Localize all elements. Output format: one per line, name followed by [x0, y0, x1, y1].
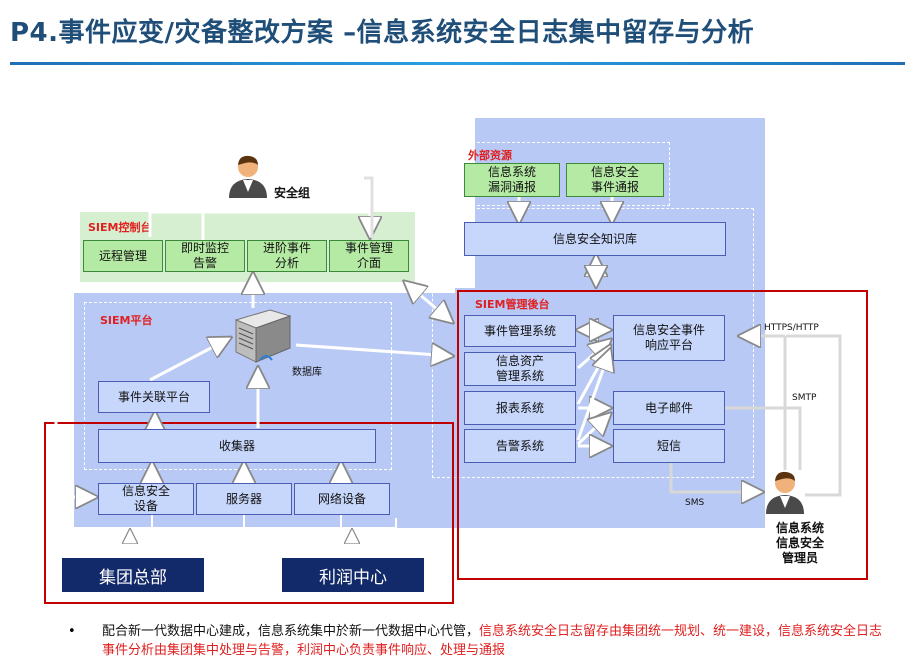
backend-alert-system[interactable]: 告警系统 [464, 429, 576, 463]
profit-center-box[interactable]: 利润中心 [282, 558, 424, 592]
collector[interactable]: 收集器 [98, 429, 376, 463]
https-label: HTTPS/HTTP [764, 323, 819, 333]
source-server[interactable]: 服务器 [196, 483, 292, 515]
email-channel[interactable]: 电子邮件 [613, 391, 725, 425]
bullet-text: 配合新一代数据中心建成，信息系统集中於新一代数据中心代管，信息系统安全日志留存由… [102, 622, 892, 660]
backend-report-system[interactable]: 报表系统 [464, 391, 576, 425]
group-hq-box[interactable]: 集团总部 [62, 558, 204, 592]
external-label: 外部资源 [468, 149, 512, 162]
admin-label-line-2: 信息安全 [775, 536, 824, 550]
external-dashed-frame [462, 142, 670, 206]
security-knowledge-base[interactable]: 信息安全知识库 [464, 222, 726, 256]
incident-response-platform[interactable]: 信息安全事件 响应平台 [613, 315, 725, 361]
siem-console-label: SIEM控制台 [88, 221, 152, 234]
console-item-event-management-ui[interactable]: 事件管理 介面 [329, 240, 409, 272]
source-network-device[interactable]: 网络设备 [294, 483, 390, 515]
security-event-notice[interactable]: 信息安全 事件通报 [566, 163, 664, 197]
backend-red-frame [457, 290, 868, 580]
vulnerability-notice[interactable]: 信息系统 漏洞通报 [464, 163, 560, 197]
smtp-label: SMTP [792, 393, 817, 403]
sms-channel[interactable]: 短信 [613, 429, 725, 463]
database-server-icon [234, 309, 292, 363]
collection-red-frame [44, 422, 454, 604]
admin-label-line-3: 管理员 [781, 551, 818, 565]
database-label: 数据库 [292, 367, 322, 378]
console-item-remote-management[interactable]: 远程管理 [83, 240, 163, 272]
backend-asset-management-system[interactable]: 信息资产 管理系统 [464, 352, 576, 386]
admin-label-line-1: 信息系统 [775, 521, 824, 535]
bullet-marker: • [68, 624, 76, 639]
siem-platform-label: SIEM平台 [100, 314, 153, 327]
source-security-device[interactable]: 信息安全 设备 [98, 483, 194, 515]
console-item-advanced-analysis[interactable]: 进阶事件 分析 [247, 240, 327, 272]
bullet-plain-text: 配合新一代数据中心建成，信息系统集中於新一代数据中心代管， [102, 624, 480, 639]
bullet-highlight-text: 信息系统安全日志留存由集团统一规划、统一建设，信息系统安全日志事件分析由集团集中… [102, 624, 883, 658]
event-correlation-platform[interactable]: 事件关联平台 [98, 381, 210, 413]
security-admin-person-icon [766, 471, 804, 514]
admin-label: 信息系统 信息安全 管理员 [768, 521, 832, 566]
siem-backend-label: SIEM管理後台 [475, 298, 550, 311]
title-underline [10, 62, 905, 65]
page-title: P4.事件应变/灾备整改方案 –信息系统安全日志集中留存与分析 [10, 18, 755, 48]
security-group-label: 安全组 [274, 186, 311, 200]
backend-event-management-system[interactable]: 事件管理系统 [464, 315, 576, 347]
console-item-realtime-monitoring[interactable]: 即时监控 告警 [165, 240, 245, 272]
sms-label: SMS [685, 498, 705, 508]
security-group-person-icon [229, 155, 267, 198]
